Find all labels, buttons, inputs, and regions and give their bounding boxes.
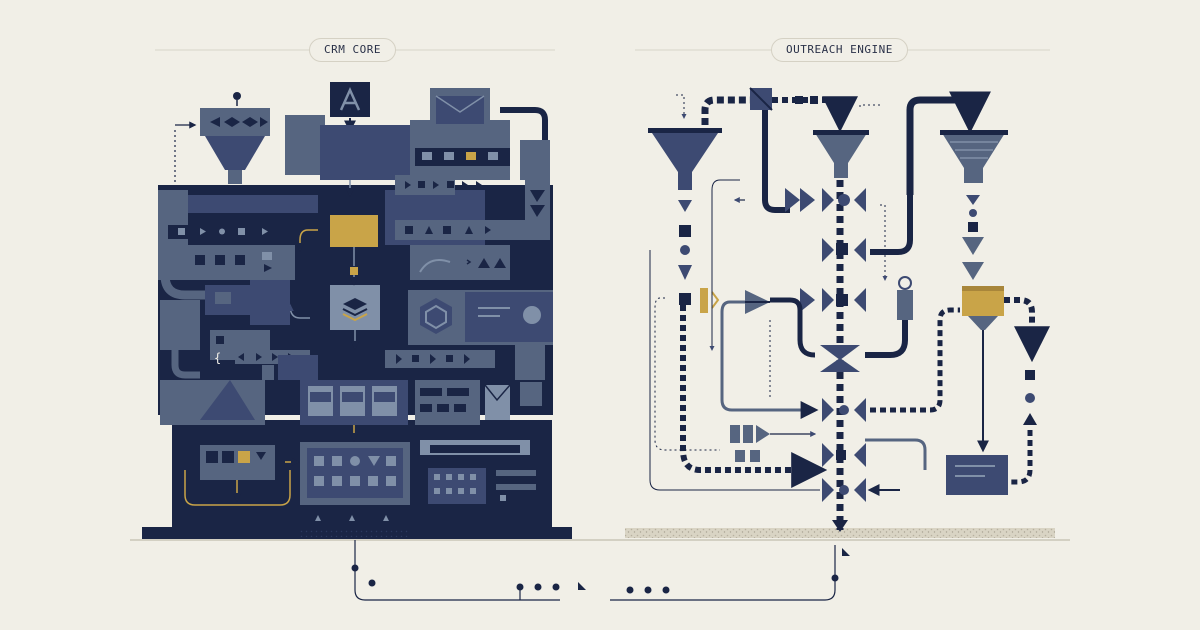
outreach-engine — [625, 87, 1055, 538]
crm-gold-card — [330, 215, 378, 247]
bottom-connector — [351, 540, 850, 601]
outreach-gold-strip — [700, 288, 708, 313]
outreach-base-plate — [625, 528, 1055, 538]
funnel-icon — [940, 130, 1008, 183]
outreach-engine-label: OUTREACH ENGINE — [771, 38, 908, 62]
funnel-icon — [648, 128, 722, 190]
triangle-icon — [200, 380, 255, 420]
crm-core-machine: { — [142, 82, 572, 539]
crm-core-label: CRM CORE — [309, 38, 396, 62]
layers-icon — [342, 298, 368, 322]
funnel-icon — [813, 130, 869, 178]
hexagon-icon — [420, 298, 452, 334]
dot-icon — [233, 92, 241, 100]
svg-text:{: { — [214, 351, 221, 365]
funnel-icon — [205, 136, 265, 170]
arrow-icon — [339, 86, 361, 111]
conveyor-icon — [210, 117, 268, 127]
